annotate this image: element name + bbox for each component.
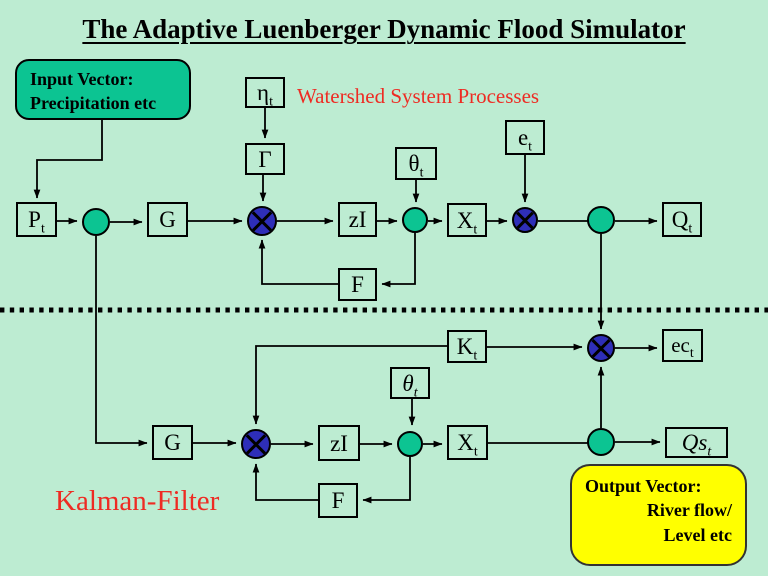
output-vector-line1: Output Vector: <box>585 476 702 496</box>
input-vector-callout: Input Vector: Precipitation etc <box>15 59 191 120</box>
node-pt: Pt <box>16 202 57 237</box>
node-gamma-label: Γ <box>258 146 272 172</box>
node-g-upper: G <box>147 202 188 237</box>
node-eta: ηt <box>245 77 285 110</box>
node-xt-upper: Xt <box>447 203 487 237</box>
connector-j2-to-f1 <box>381 233 416 288</box>
output-vector-callout: Output Vector: River flow/ Level etc <box>570 464 747 566</box>
node-kt: Kt <box>447 330 487 363</box>
connector-f1-to-x1 <box>258 239 338 285</box>
junction-node-lower-1 <box>397 431 423 457</box>
node-ect: ect <box>662 329 703 362</box>
connector-f2-to-x4 <box>252 463 318 501</box>
connector-j4-to-f2 <box>362 457 411 504</box>
node-qt: Qt <box>662 202 702 237</box>
output-vector-line2: River flow/ <box>646 500 732 521</box>
node-gamma: Γ <box>245 143 285 175</box>
node-qst-label: Qst <box>681 430 712 460</box>
node-pt-label: Pt <box>28 207 45 237</box>
node-xt-lower-label: Xt <box>457 430 478 460</box>
node-kt-label: Kt <box>456 334 478 364</box>
multiplier-node-upper-2 <box>512 207 538 233</box>
multiplier-node-lower-2 <box>241 429 271 459</box>
node-theta-lower: θt <box>390 367 430 401</box>
input-vector-line2: Precipitation etc <box>30 93 157 114</box>
connector-kt-to-x4 <box>252 345 447 425</box>
junction-node-upper-1 <box>82 208 110 236</box>
watershed-section-label: Watershed System Processes <box>297 84 540 108</box>
junction-node-lower-2 <box>587 428 615 456</box>
node-theta-upper-label: θt <box>408 151 424 181</box>
multiplier-node-lower-1 <box>587 334 615 362</box>
node-f-upper-label: F <box>351 272 364 297</box>
kalman-filter-section-label: Kalman-Filter <box>55 485 220 517</box>
node-ect-label: ect <box>671 333 694 362</box>
page-title: The Adaptive Luenberger Dynamic Flood Si… <box>82 14 686 44</box>
junction-node-upper-3 <box>587 206 615 234</box>
node-g-upper-label: G <box>159 207 176 232</box>
node-zi-upper-label: zI <box>348 207 367 232</box>
node-et: et <box>505 120 545 155</box>
connector-input-to-pt <box>33 120 103 199</box>
node-theta-upper: θt <box>395 147 437 180</box>
node-zi-lower-label: zI <box>330 430 348 456</box>
node-f-lower-label: F <box>331 488 345 513</box>
node-xt-upper-label: Xt <box>456 207 478 238</box>
junction-node-upper-2 <box>402 207 428 233</box>
output-vector-line3: Level etc <box>663 524 732 545</box>
node-qst: Qst <box>665 427 728 460</box>
node-zi-lower: zI <box>318 425 360 461</box>
connector-j1-to-g2 <box>95 236 148 447</box>
node-zi-upper: zI <box>338 202 377 237</box>
node-g-lower: G <box>152 425 193 460</box>
input-vector-line1: Input Vector: <box>30 69 134 89</box>
node-f-lower: F <box>318 483 358 518</box>
node-et-label: et <box>517 125 533 155</box>
node-theta-lower-label: θt <box>402 370 418 401</box>
node-f-upper: F <box>338 268 377 301</box>
node-qt-label: Qt <box>671 207 693 237</box>
node-eta-label: ηt <box>257 80 273 110</box>
node-xt-lower: Xt <box>447 425 488 460</box>
multiplier-node-upper-1 <box>247 206 277 236</box>
node-g-lower-label: G <box>164 430 181 455</box>
